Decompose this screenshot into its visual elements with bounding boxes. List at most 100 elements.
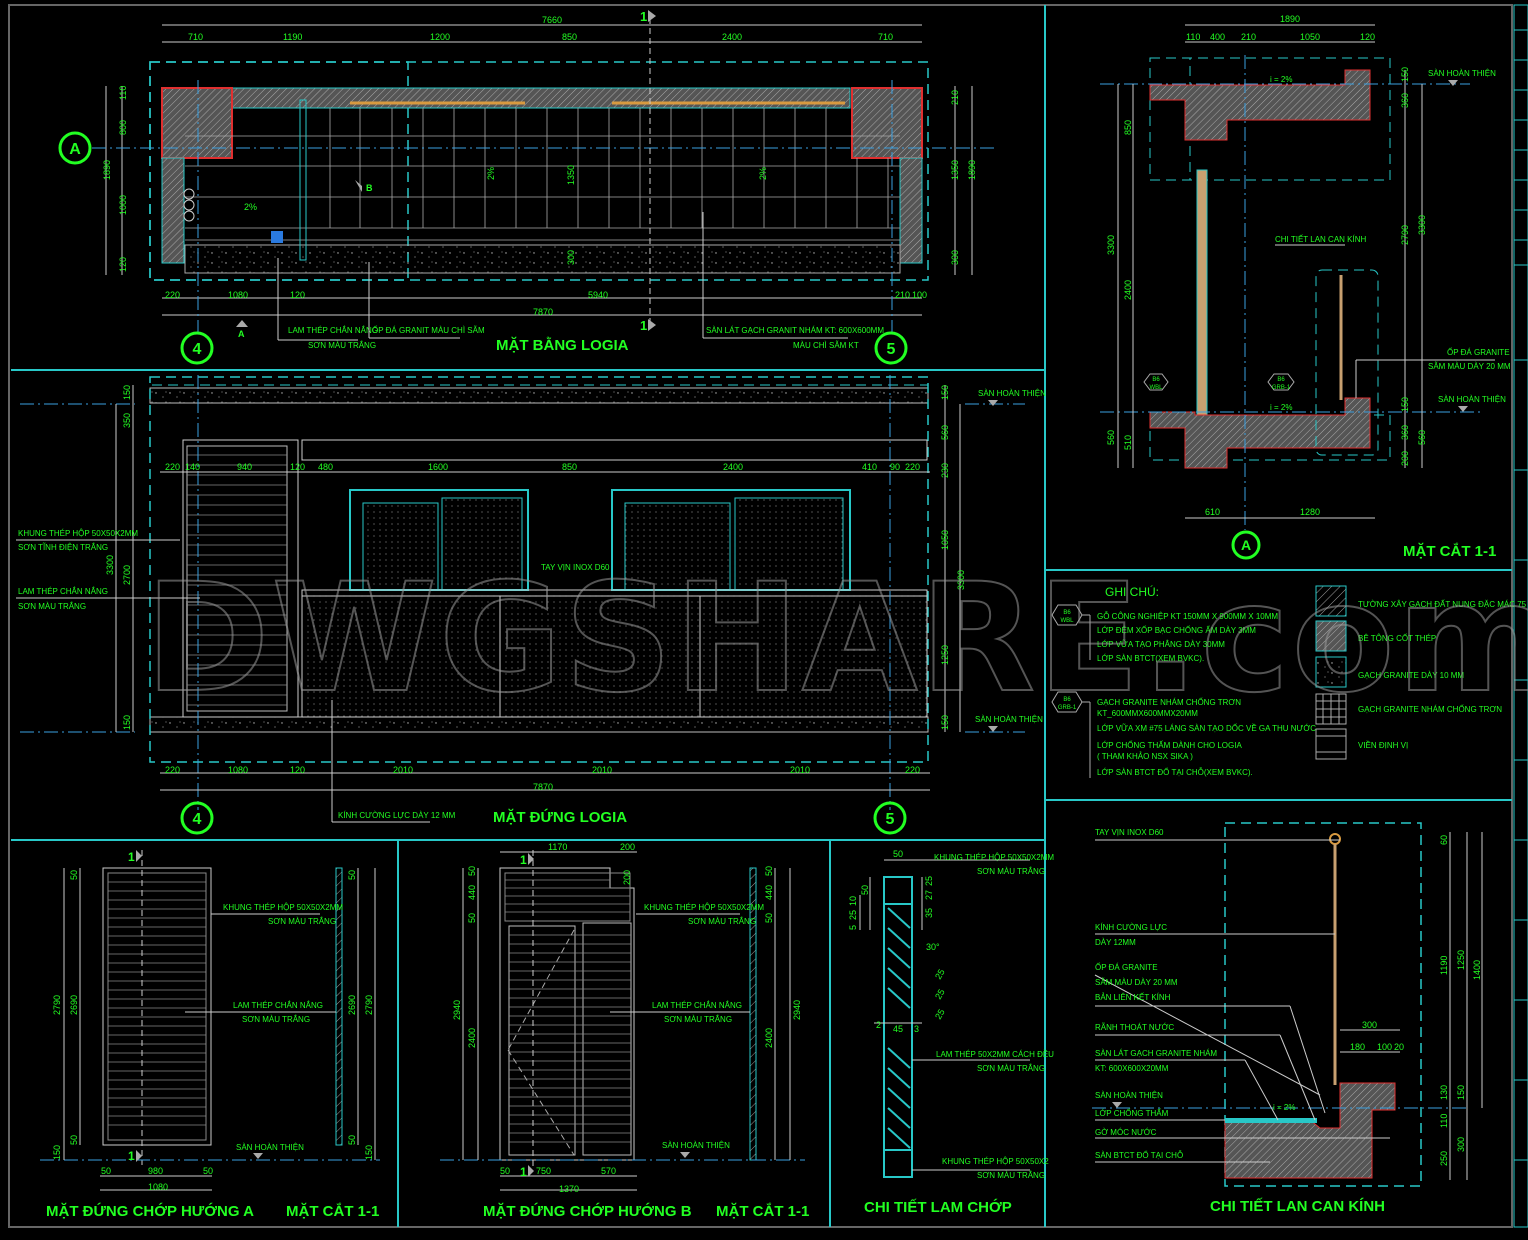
svg-text:1350: 1350 — [566, 165, 576, 185]
svg-text:WBL: WBL — [1149, 385, 1163, 391]
svg-text:2400: 2400 — [722, 32, 742, 42]
svg-text:2: 2 — [876, 1020, 881, 1030]
elevation-levels: SÀN HOÀN THIỆN SÀN HOÀN THIỆN — [975, 389, 1046, 732]
svg-text:110: 110 — [1186, 32, 1200, 42]
svg-text:120: 120 — [118, 257, 128, 272]
svg-text:210: 210 — [1241, 32, 1256, 42]
svg-text:120: 120 — [290, 290, 305, 300]
svg-text:SÀN HOÀN THIỆN: SÀN HOÀN THIỆN — [1428, 69, 1496, 78]
svg-text:200: 200 — [1400, 451, 1410, 466]
svg-text:800: 800 — [118, 120, 128, 135]
elevation-axis-5: 5 — [873, 801, 907, 835]
svg-text:1050: 1050 — [1300, 32, 1320, 42]
svg-text:50: 50 — [347, 870, 357, 880]
svg-text:SÀN HOÀN THIỆN: SÀN HOÀN THIỆN — [975, 715, 1043, 724]
svg-text:50: 50 — [467, 913, 477, 923]
svg-text:RÃNH THOÁT NƯỚC: RÃNH THOÁT NƯỚC — [1095, 1023, 1174, 1032]
svg-text:1080: 1080 — [228, 290, 248, 300]
svg-text:( THAM KHẢO NSX SIKA ): ( THAM KHẢO NSX SIKA ) — [1097, 752, 1193, 761]
svg-text:20: 20 — [1394, 1042, 1404, 1052]
svg-text:ỐP ĐÁ GRANITE: ỐP ĐÁ GRANITE — [1095, 962, 1158, 972]
svg-text:50: 50 — [69, 1135, 79, 1145]
svg-text:KHUNG THÉP HỘP 50X50X2MM: KHUNG THÉP HỘP 50X50X2MM — [223, 903, 343, 912]
railing-detail-labels: TAY VỊN INOX D60 KÍNH CƯỜNG LỰC DÀY 12MM… — [1095, 828, 1295, 1160]
svg-text:140: 140 — [185, 462, 200, 472]
svg-text:850: 850 — [1123, 120, 1133, 135]
svg-text:400: 400 — [1210, 32, 1225, 42]
svg-text:2010: 2010 — [592, 765, 612, 775]
svg-text:1: 1 — [640, 318, 647, 333]
svg-text:180: 180 — [1350, 1042, 1365, 1052]
svg-text:120: 120 — [290, 462, 305, 472]
svg-text:1890: 1890 — [967, 160, 977, 180]
svg-text:100: 100 — [1377, 1042, 1392, 1052]
svg-text:220: 220 — [905, 462, 920, 472]
svg-text:50: 50 — [500, 1166, 510, 1176]
svg-text:220: 220 — [165, 290, 180, 300]
svg-text:360: 360 — [1400, 93, 1410, 108]
elevation-title: MẶT ĐỨNG LOGIA — [493, 808, 627, 826]
svg-text:1170: 1170 — [548, 842, 567, 852]
svg-text:KÍNH CƯỜNG LỰC DÀY 12 MM: KÍNH CƯỜNG LỰC DÀY 12 MM — [338, 811, 456, 820]
svg-text:2400: 2400 — [1123, 280, 1133, 300]
svg-text:i = 2%: i = 2% — [1270, 75, 1292, 84]
section-view — [1100, 24, 1480, 530]
svg-text:4: 4 — [193, 811, 202, 828]
section-title: MẶT CẮT 1-1 — [1403, 542, 1496, 560]
louver-detail-labels: KHUNG THÉP HỘP 50X50X2MM SƠN MÀU TRẮNG L… — [934, 853, 1054, 1180]
louver-detail-title: CHI TIẾT LAM CHỚP — [864, 1198, 1012, 1216]
svg-text:LAM THÉP CHẮN NẮNG: LAM THÉP CHẮN NẮNG — [233, 1001, 323, 1010]
svg-text:5: 5 — [887, 341, 896, 358]
svg-text:210: 210 — [895, 290, 910, 300]
shutter-a-dimensions: 2790 50 2690 50 150 50 2690 50 150 2790 … — [52, 870, 374, 1192]
svg-text:150: 150 — [122, 385, 132, 400]
svg-text:LỚP VỮA XM #75 LÁNG SÀN TẠO DỐ: LỚP VỮA XM #75 LÁNG SÀN TẠO DỐC VỀ GA TH… — [1097, 723, 1316, 733]
svg-text:50: 50 — [203, 1166, 213, 1176]
svg-text:KT: 600X600X20MM: KT: 600X600X20MM — [1095, 1064, 1169, 1073]
svg-text:45: 45 — [893, 1024, 903, 1034]
section-dimensions: 1890 110 400 210 1050 120 610 1280 3300 … — [1106, 14, 1427, 517]
svg-text:KHUNG THÉP HỘP 50X50X2MM: KHUNG THÉP HỘP 50X50X2MM — [644, 903, 764, 912]
svg-text:GHI CHÚ:: GHI CHÚ: — [1105, 584, 1159, 599]
svg-text:GẠCH GRANITE NHÁM CHỐNG TRƠN: GẠCH GRANITE NHÁM CHỐNG TRƠN — [1097, 697, 1241, 707]
svg-text:LỚP ĐỆM XỐP BẠC CHỐNG ẨM DÀY 3: LỚP ĐỆM XỐP BẠC CHỐNG ẨM DÀY 3MM — [1097, 625, 1256, 635]
plan-title: MẶT BẰNG LOGIA — [496, 336, 629, 354]
svg-text:710: 710 — [878, 32, 893, 42]
svg-text:SƠN MÀU TRẮNG: SƠN MÀU TRẮNG — [664, 1015, 732, 1024]
railing-detail-title: CHI TIẾT LAN CAN KÍNH — [1210, 1198, 1385, 1215]
svg-text:2010: 2010 — [393, 765, 413, 775]
svg-text:110: 110 — [118, 86, 128, 100]
svg-text:SÀN BTCT ĐỔ TẠI CHỖ: SÀN BTCT ĐỔ TẠI CHỖ — [1095, 1151, 1183, 1160]
svg-text:SÀN HOÀN THIỆN: SÀN HOÀN THIỆN — [1095, 1091, 1163, 1100]
section-labels: SÀN HOÀN THIỆN SÀN HOÀN THIỆN CHI TIẾT L… — [1143, 69, 1511, 412]
svg-text:210: 210 — [950, 90, 960, 105]
svg-text:850: 850 — [562, 462, 577, 472]
svg-text:220: 220 — [165, 462, 180, 472]
svg-text:SƠN MÀU TRẮNG: SƠN MÀU TRẮNG — [18, 602, 86, 611]
svg-text:LAM THÉP CHẮN NẮNG: LAM THÉP CHẮN NẮNG — [652, 1001, 742, 1010]
svg-text:1890: 1890 — [102, 160, 112, 180]
plan-notes: LAM THÉP CHẮN NẮNG SƠN MÀU TRẮNG ỐP ĐÁ G… — [277, 212, 884, 350]
elevation-axis-4: 4 — [180, 801, 214, 835]
svg-text:25: 25 — [924, 876, 934, 886]
svg-text:GỜ MÓC NƯỚC: GỜ MÓC NƯỚC — [1095, 1128, 1157, 1137]
svg-text:1: 1 — [520, 1165, 527, 1179]
svg-text:300: 300 — [950, 250, 960, 265]
plan-section-marks: 1 1 A B — [236, 9, 656, 339]
svg-text:1: 1 — [520, 853, 527, 867]
svg-text:SÀN LÁT GẠCH GRANITE NHÁM: SÀN LÁT GẠCH GRANITE NHÁM — [1095, 1049, 1217, 1058]
svg-text:1050: 1050 — [940, 530, 950, 550]
svg-text:2790: 2790 — [1400, 225, 1410, 245]
svg-text:ỐP ĐÁ GRANIT MÀU CHÌ SẪM: ỐP ĐÁ GRANIT MÀU CHÌ SẪM — [372, 325, 485, 335]
svg-text:i = 2%: i = 2% — [1273, 1103, 1295, 1112]
svg-text:SÀN HOÀN THIỆN: SÀN HOÀN THIỆN — [662, 1141, 730, 1150]
svg-text:1250: 1250 — [940, 645, 950, 665]
svg-text:230: 230 — [940, 463, 950, 478]
svg-text:4: 4 — [193, 341, 202, 358]
svg-text:3300: 3300 — [956, 570, 966, 590]
svg-text:130: 130 — [1439, 1085, 1449, 1100]
svg-text:150: 150 — [1400, 67, 1410, 82]
svg-text:560: 560 — [1417, 430, 1427, 445]
svg-text:3: 3 — [914, 1024, 919, 1034]
svg-text:50: 50 — [467, 866, 477, 876]
